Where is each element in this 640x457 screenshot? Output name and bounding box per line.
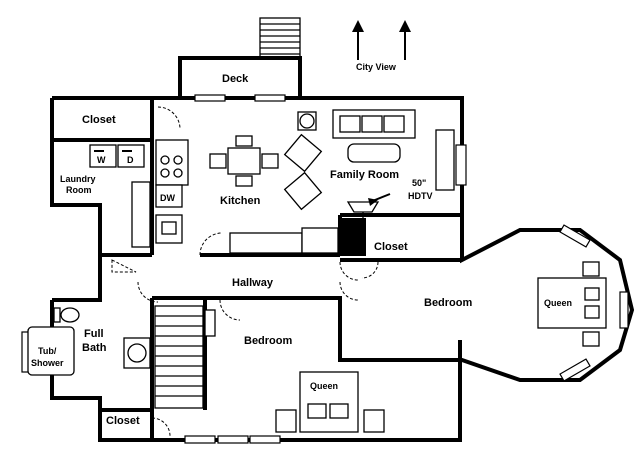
full-bath-label-2: Bath [82, 342, 107, 354]
bedroom-mid-label: Bedroom [244, 335, 293, 347]
kitchen-label: Kitchen [220, 195, 261, 207]
washer-label: W [97, 155, 106, 165]
bedroom-right-walls [338, 225, 635, 382]
kitchen-counters [155, 139, 339, 254]
interior-stairs [154, 305, 204, 409]
tv-label: HDTV [408, 191, 433, 201]
hall-cabinet [204, 309, 216, 337]
bed-right-label: Queen [544, 298, 572, 308]
laundry-counter [131, 181, 151, 248]
deck-label: Deck [222, 73, 249, 85]
bed-mid [275, 371, 385, 433]
windows [21, 94, 629, 444]
bedroom-right-label: Bedroom [424, 297, 473, 309]
closet-top-label: Closet [82, 114, 116, 126]
tub-label-1: Tub/ [38, 346, 57, 356]
family-room-label: Family Room [330, 169, 399, 181]
tv-stand [346, 193, 391, 218]
bed-right [537, 261, 607, 347]
bath-fixtures [27, 307, 151, 376]
tv-size-label: 50" [412, 178, 426, 188]
interior-walls [98, 98, 462, 440]
closet-bottom-label: Closet [106, 415, 140, 427]
door-swings [111, 106, 379, 437]
dryer-label: D [127, 155, 134, 165]
washer-dryer [89, 144, 145, 168]
dining-table [209, 135, 279, 187]
dishwasher-label: DW [160, 193, 175, 203]
laundry-label-2: Room [66, 185, 92, 195]
city-view-label: City View [356, 62, 397, 72]
city-view-arrows [352, 20, 411, 60]
hallway-label: Hallway [232, 277, 274, 289]
deck-stairs [259, 17, 301, 59]
deck-wall [178, 56, 302, 98]
full-bath-label-1: Full [84, 328, 104, 340]
laundry-label-1: Laundry [60, 174, 96, 184]
tub-label-2: Shower [31, 358, 64, 368]
closet-mid-label: Closet [374, 241, 408, 253]
bed-mid-label: Queen [310, 381, 338, 391]
closet-mid-storage [340, 218, 366, 256]
family-room-furniture [283, 109, 455, 211]
